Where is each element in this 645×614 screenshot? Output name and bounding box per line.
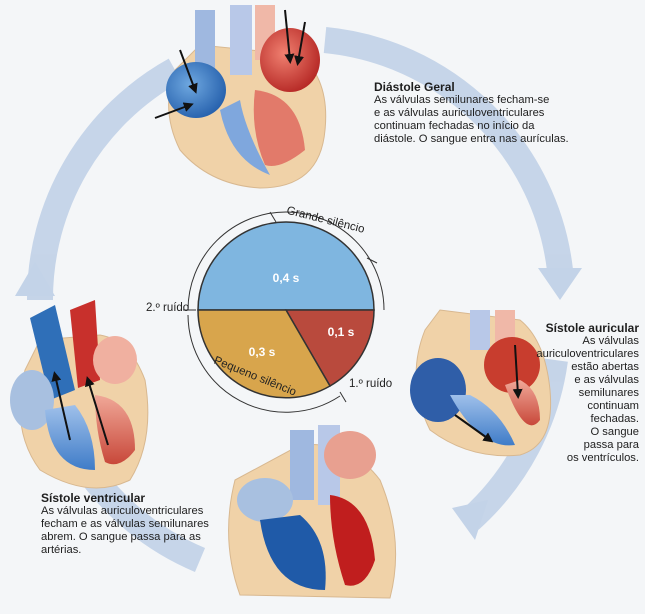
pie-segment-0-4s <box>197 221 375 311</box>
arrowhead-top <box>15 262 55 296</box>
pie-label-0-3s: 0,3 s <box>249 345 276 359</box>
caption-ventricular-title: Sístole ventricular <box>41 491 146 505</box>
pie-segment-0-1s <box>284 309 375 388</box>
pie-label-0-4s: 0,4 s <box>273 271 300 285</box>
cycle-arrow-ring <box>26 27 573 572</box>
cycle-arrow-left-top <box>26 58 182 301</box>
caption-auricular-text: As válvulas auriculoventriculares estão … <box>536 335 639 464</box>
arrowhead-right <box>538 268 582 300</box>
pie-segment-0-3s <box>197 309 332 399</box>
caption-auricular-title: Sístole auricular <box>545 321 639 335</box>
caption-diastole-text: As válvulas semilunares fecham-se e as v… <box>374 94 569 145</box>
heart-diastole <box>154 5 327 189</box>
label-primeiro-ruido: 1.º ruído <box>349 378 393 390</box>
caption-sistole-auricular: Sístole auricular As válvulas auriculove… <box>519 322 639 465</box>
arrowhead-bottom <box>452 500 488 540</box>
heart-sistole-auricular <box>410 309 552 457</box>
cardiac-timing-pie <box>183 211 385 413</box>
cycle-arrow-top-right <box>323 27 573 272</box>
caption-diastole-title: Diástole Geral <box>374 80 455 94</box>
label-segundo-ruido: 2.º ruído <box>146 302 190 314</box>
heart-sistole-ventricular <box>10 300 149 489</box>
pie-label-0-1s: 0,1 s <box>328 325 355 339</box>
heart-bottom <box>228 425 397 599</box>
caption-sistole-ventricular: Sístole ventricular As válvulas auriculo… <box>41 492 241 557</box>
caption-ventricular-text: As válvulas auriculoventriculares fecham… <box>41 505 209 556</box>
caption-diastole-geral: Diástole Geral As válvulas semilunares f… <box>374 81 584 146</box>
